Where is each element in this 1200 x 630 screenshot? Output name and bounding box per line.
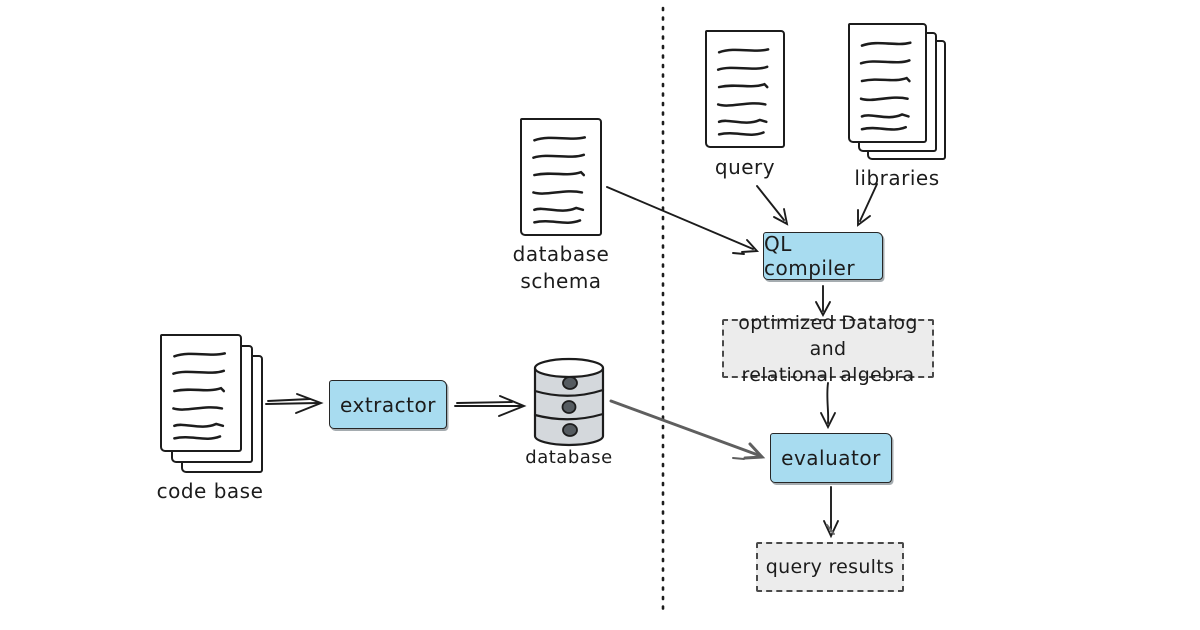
libraries-document-stack-icon [848, 23, 949, 163]
document-page-icon [848, 23, 927, 143]
database-label: database [525, 447, 613, 468]
ql-compiler-label: QL compiler [764, 232, 856, 280]
arrow-evaluator-to-query-results [823, 486, 839, 539]
database-schema-label: database schema [512, 242, 610, 293]
optimized-datalog-label-line1: optimized Datalog and [738, 311, 918, 360]
query-label: query [714, 155, 776, 179]
arrow-database-schema-to-ql-compiler [606, 186, 760, 255]
document-page-icon [160, 334, 242, 452]
extractor-box: extractor [329, 380, 447, 429]
code-base-label: code base [156, 479, 264, 503]
database-cylinder-icon [532, 357, 606, 447]
ql-compiler-box: QL compiler [763, 232, 883, 280]
arrow-code-base-to-extractor [265, 393, 324, 414]
code-base-document-stack-icon [160, 334, 264, 474]
optimized-datalog-label-line2: relational algebra [741, 363, 915, 386]
arrow-extractor-to-database [454, 395, 527, 417]
query-results-label: query results [765, 556, 895, 578]
evaluator-box: evaluator [770, 433, 892, 483]
libraries-label: libraries [854, 166, 940, 190]
optimized-datalog-box: optimized Datalog and relational algebra [722, 312, 934, 386]
arrow-query-to-ql-compiler [756, 185, 789, 226]
query-results-box: query results [756, 542, 904, 592]
extractor-label: extractor [340, 392, 436, 417]
database-schema-document-icon [520, 118, 602, 236]
arrow-database-to-evaluator [609, 399, 766, 460]
arrow-optimized-datalog-to-evaluator [820, 382, 836, 430]
query-document-icon [705, 30, 785, 148]
evaluator-label: evaluator [781, 446, 881, 470]
